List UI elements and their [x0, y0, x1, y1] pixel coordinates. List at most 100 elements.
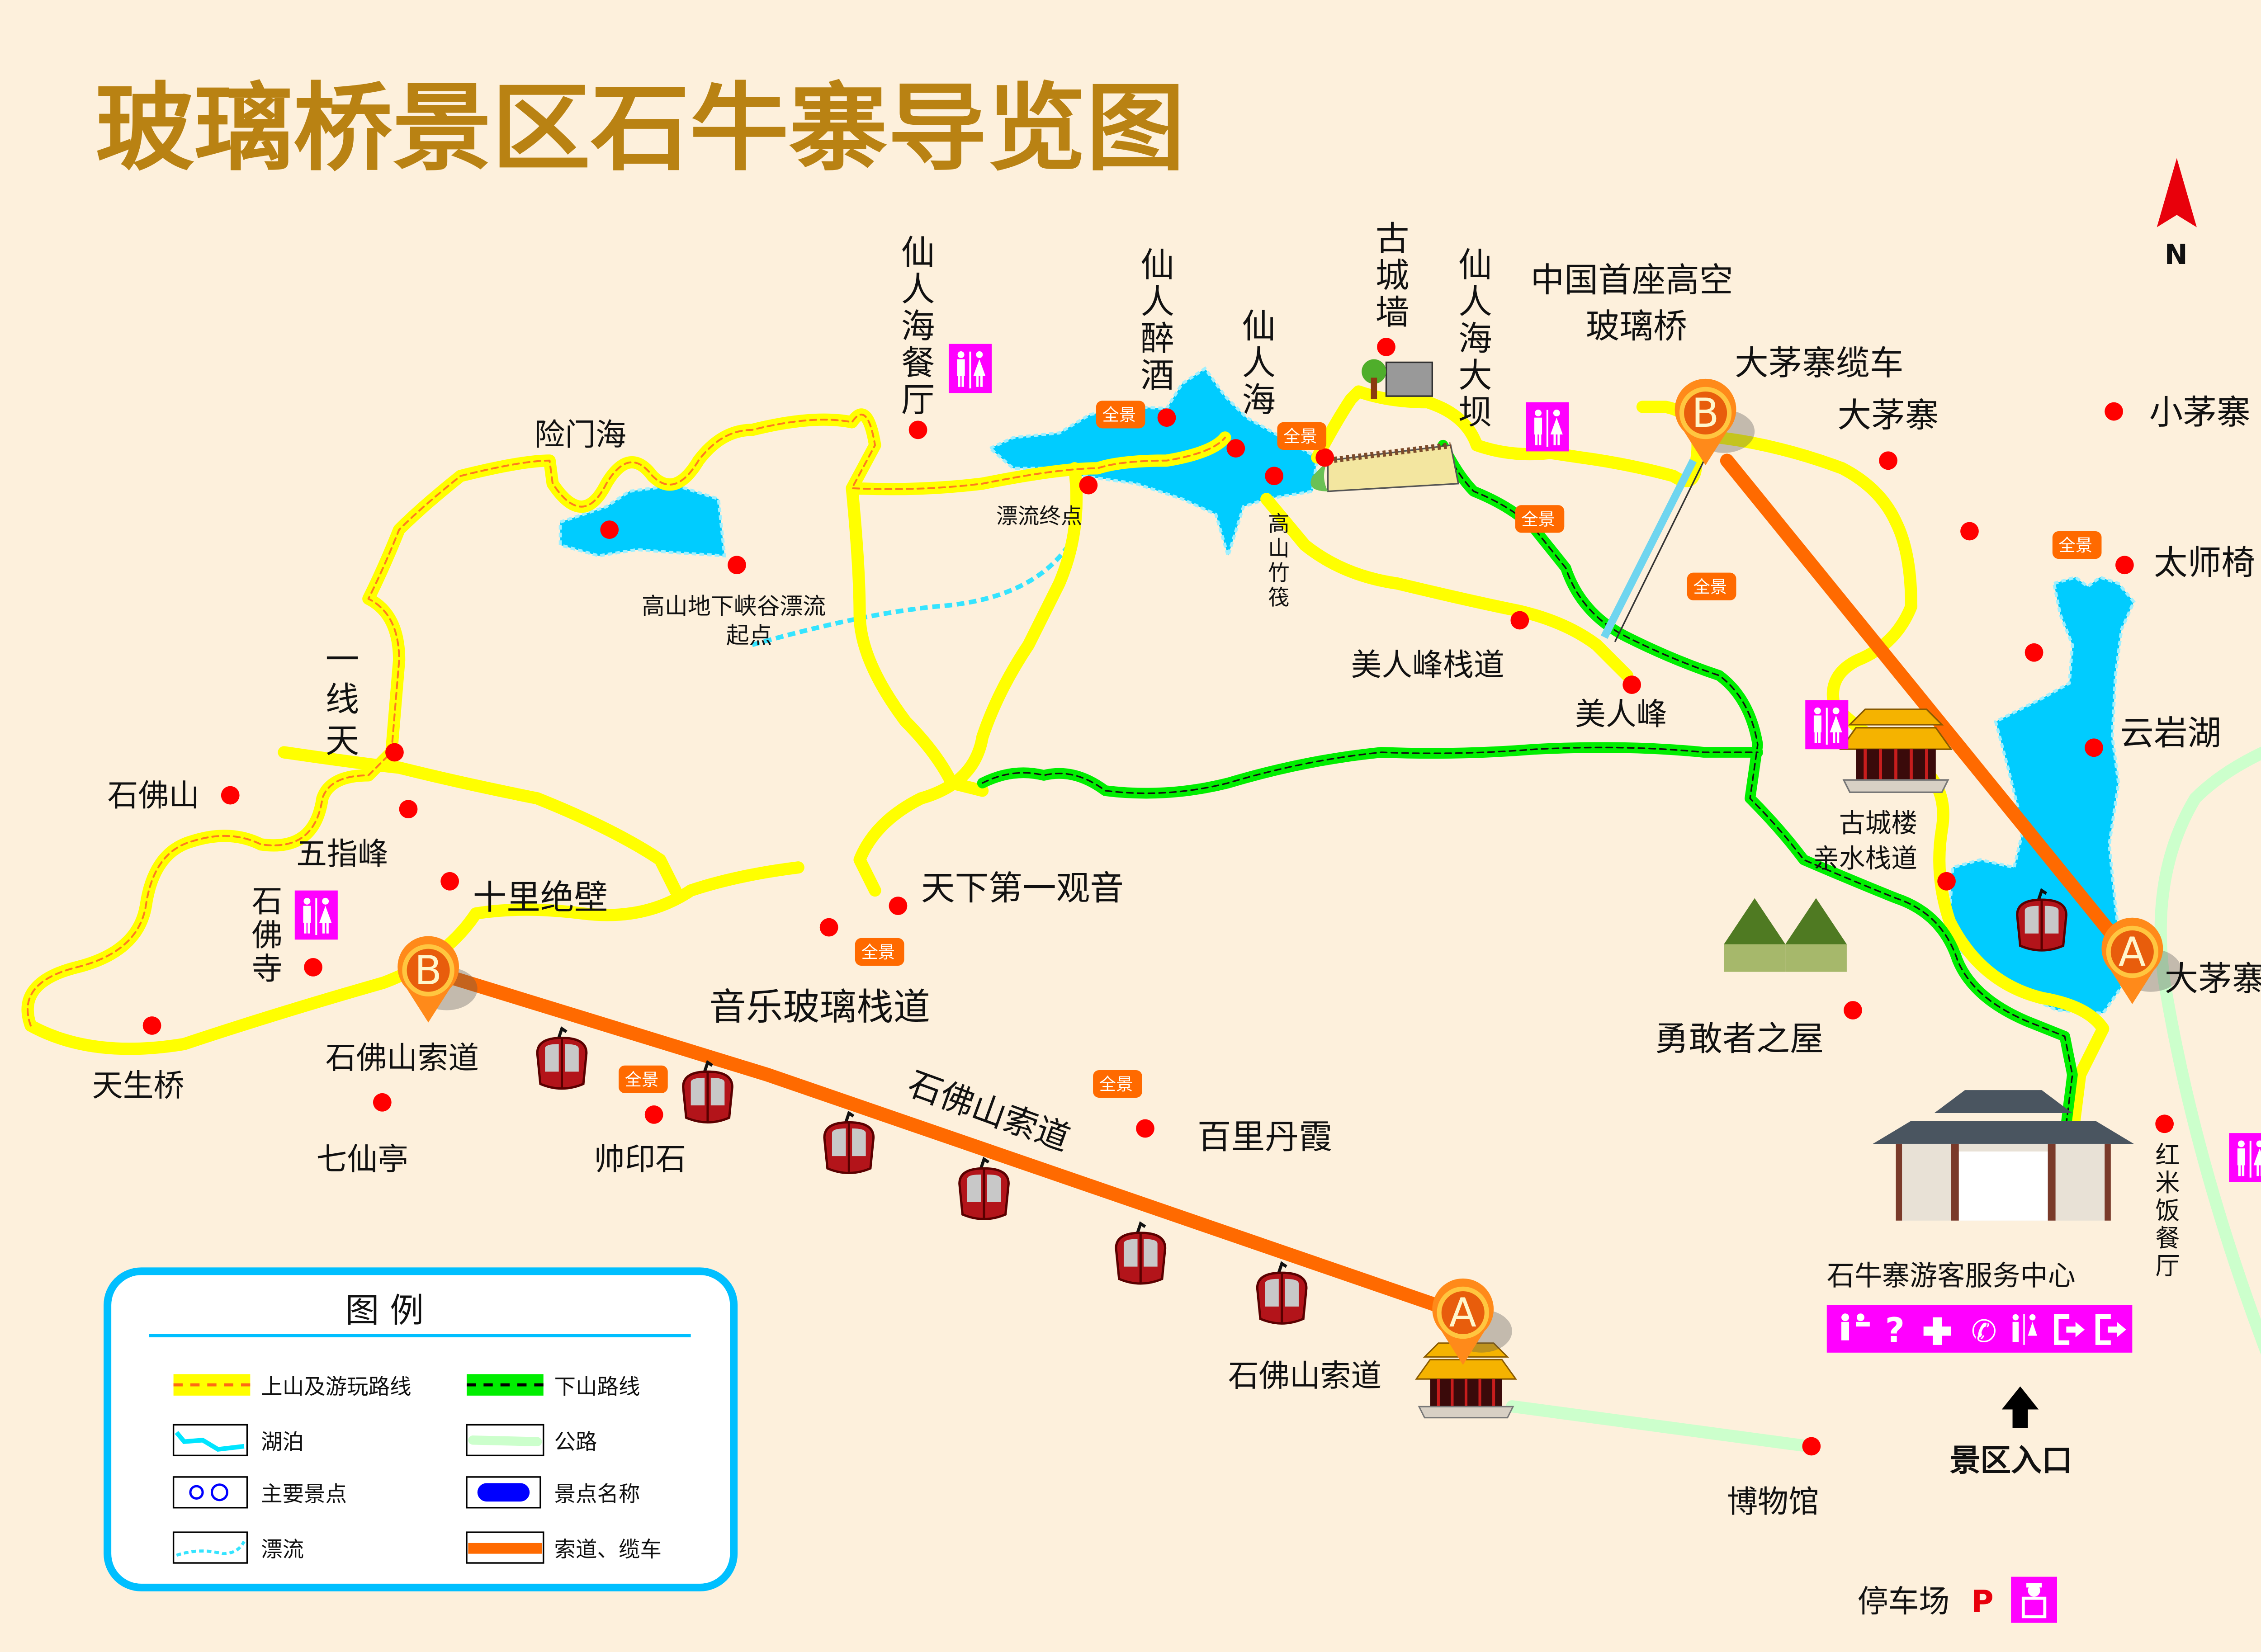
label-meirenfeng[interactable]: 美人峰 [1575, 697, 1667, 732]
label-rafting-start-1[interactable]: 高山地下峡谷漂流 [642, 593, 826, 620]
panorama-badges[interactable]: 全景 全景 全景 全景 全景 全景 全景 全景 [619, 401, 2102, 1098]
svg-text:海: 海 [1242, 380, 1276, 420]
svg-text:上山及游玩路线: 上山及游玩路线 [261, 1374, 412, 1399]
svg-text:厅: 厅 [901, 380, 935, 420]
pin-a-damaozhai[interactable]: A [2101, 917, 2181, 1004]
shifoshan-cableway [446, 971, 1466, 1320]
label-glass-bridge-1[interactable]: 中国首座高空 [1531, 260, 1733, 300]
panorama-badge[interactable]: 全景 [1102, 405, 1136, 425]
legend-uphill: 上山及游玩路线 [173, 1374, 412, 1399]
label-damaozhai-cableway-top[interactable]: 大茅寨缆车 [1735, 344, 1903, 383]
svg-text:公路: 公路 [554, 1430, 597, 1455]
restroom-icon [1805, 700, 1849, 750]
label-bailidanxia[interactable]: 百里丹霞 [1197, 1117, 1333, 1156]
label-shifoshan-cableway-bottom[interactable]: 石佛山索道 [1228, 1358, 1381, 1394]
cable-markers[interactable]: B A B A [397, 378, 2181, 1365]
buildings [1310, 359, 2134, 1418]
visitor-center-gate-icon [1873, 1090, 2134, 1221]
label-shifosi[interactable]: 石佛寺 [252, 884, 283, 987]
svg-text:一: 一 [326, 640, 359, 679]
uphill-routes [28, 385, 2110, 1142]
svg-text:仙: 仙 [1458, 245, 1492, 284]
label-music-glass-plankway[interactable]: 音乐玻璃栈道 [709, 986, 930, 1029]
svg-text:仙: 仙 [1242, 307, 1276, 346]
label-damaozhai-cableway-bottom[interactable]: 大茅寨缆车 [2165, 959, 2261, 998]
svg-text:古: 古 [1376, 219, 1410, 259]
pin-b-shifoshan[interactable]: B [397, 936, 478, 1023]
city-wall-icon [1362, 359, 1433, 399]
label-ancient-wall[interactable]: 古城墙 [1376, 219, 1410, 332]
scenic-entrance[interactable]: 景区入口 [1949, 1386, 2072, 1479]
label-shifoshan-cableway-top[interactable]: 石佛山索道 [326, 1041, 479, 1076]
parking-p-icon: P [1971, 1584, 1994, 1620]
parking-label[interactable]: 停车场 [1858, 1584, 1950, 1620]
pin-a-shifoshan[interactable]: A [1432, 1278, 1512, 1365]
svg-text:寺: 寺 [252, 952, 283, 987]
svg-text:厅: 厅 [2155, 1252, 2180, 1280]
service-facilities: ? ✆ [1826, 1305, 2133, 1353]
label-qixianting[interactable]: 七仙亭 [316, 1142, 408, 1178]
svg-text:下山路线: 下山路线 [554, 1374, 640, 1399]
label-shifoshan[interactable]: 石佛山 [108, 778, 200, 814]
label-xianmenhai[interactable]: 险门海 [534, 417, 626, 453]
svg-text:主要景点: 主要景点 [261, 1482, 347, 1507]
label-yixiantian[interactable]: 一线天 [326, 640, 359, 760]
label-brave-house[interactable]: 勇敢者之屋 [1655, 1019, 1824, 1058]
panorama-badge[interactable]: 全景 [1283, 426, 1317, 446]
svg-text:A: A [1449, 1289, 1476, 1336]
svg-text:人: 人 [1140, 282, 1174, 321]
svg-text:天: 天 [326, 721, 359, 760]
label-yunyanhu[interactable]: 云岩湖 [2120, 713, 2221, 753]
svg-text:高: 高 [1268, 512, 1290, 537]
label-damaozhai[interactable]: 大茅寨 [1838, 396, 1939, 435]
label-tianshengqiao[interactable]: 天生桥 [92, 1068, 184, 1104]
svg-text:湖泊: 湖泊 [261, 1430, 304, 1455]
svg-text:餐: 餐 [901, 344, 935, 383]
svg-text:石: 石 [252, 884, 283, 920]
legend: 图 例 上山及游玩路线 下山路线 湖泊 公路 主要景点 [104, 1267, 738, 1591]
entrance-label[interactable]: 景区入口 [1949, 1443, 2072, 1478]
label-shuaiyinshi[interactable]: 帅印石 [594, 1142, 686, 1178]
label-visitor-center[interactable]: 石牛寨游客服务中心 [1827, 1260, 2076, 1292]
label-ancient-tower-2[interactable]: 亲水栈道 [1813, 843, 1917, 874]
glass-bridge [1600, 458, 1705, 642]
panorama-badge[interactable]: 全景 [625, 1070, 659, 1090]
label-museum[interactable]: 博物馆 [1727, 1484, 1819, 1520]
svg-text:景点名称: 景点名称 [554, 1482, 640, 1507]
panorama-badge[interactable]: 全景 [1521, 509, 1555, 529]
label-wuzhifeng[interactable]: 五指峰 [296, 836, 388, 872]
pin-b-damaozhai[interactable]: B [1674, 378, 1755, 465]
legend-title: 图 例 [345, 1291, 424, 1330]
parking[interactable]: 停车场 P [1858, 1576, 2057, 1623]
rafting-route [752, 529, 1080, 647]
label-shilijuebi[interactable]: 十里绝壁 [473, 878, 608, 917]
label-xiaomaozhai[interactable]: 小茅寨 [2149, 392, 2251, 432]
label-rafting-end[interactable]: 漂流终点 [996, 504, 1082, 529]
svg-text:人: 人 [1242, 344, 1276, 383]
compass: N [2157, 158, 2197, 271]
svg-text:餐: 餐 [2155, 1224, 2180, 1252]
panorama-badge[interactable]: 全景 [2058, 535, 2092, 555]
north-arrow-icon [2157, 158, 2197, 227]
panorama-badge[interactable]: 全景 [861, 942, 895, 962]
label-ancient-tower-1[interactable]: 古城楼 [1839, 808, 1917, 839]
panorama-badge[interactable]: 全景 [1099, 1074, 1133, 1094]
svg-text:B: B [1692, 390, 1719, 436]
phone-icon: ✆ [1971, 1314, 1997, 1350]
brave-house-icon [1724, 898, 1847, 972]
exit-icon [2095, 1314, 2126, 1345]
panorama-badge[interactable]: 全景 [1693, 577, 1727, 597]
legend-cableway: 索道、缆车 [466, 1531, 662, 1564]
label-taishiyi[interactable]: 太师椅 [2154, 543, 2255, 582]
label-xianrenhai[interactable]: 仙人海 [1242, 307, 1276, 420]
label-guanyin[interactable]: 天下第一观音 [921, 868, 1124, 908]
svg-text:海: 海 [1458, 319, 1492, 358]
label-meirenfeng-plankway[interactable]: 美人峰栈道 [1351, 647, 1504, 683]
label-glass-bridge-2[interactable]: 玻璃桥 [1586, 307, 1687, 346]
label-rafting-start-2[interactable]: 起点 [726, 623, 772, 649]
